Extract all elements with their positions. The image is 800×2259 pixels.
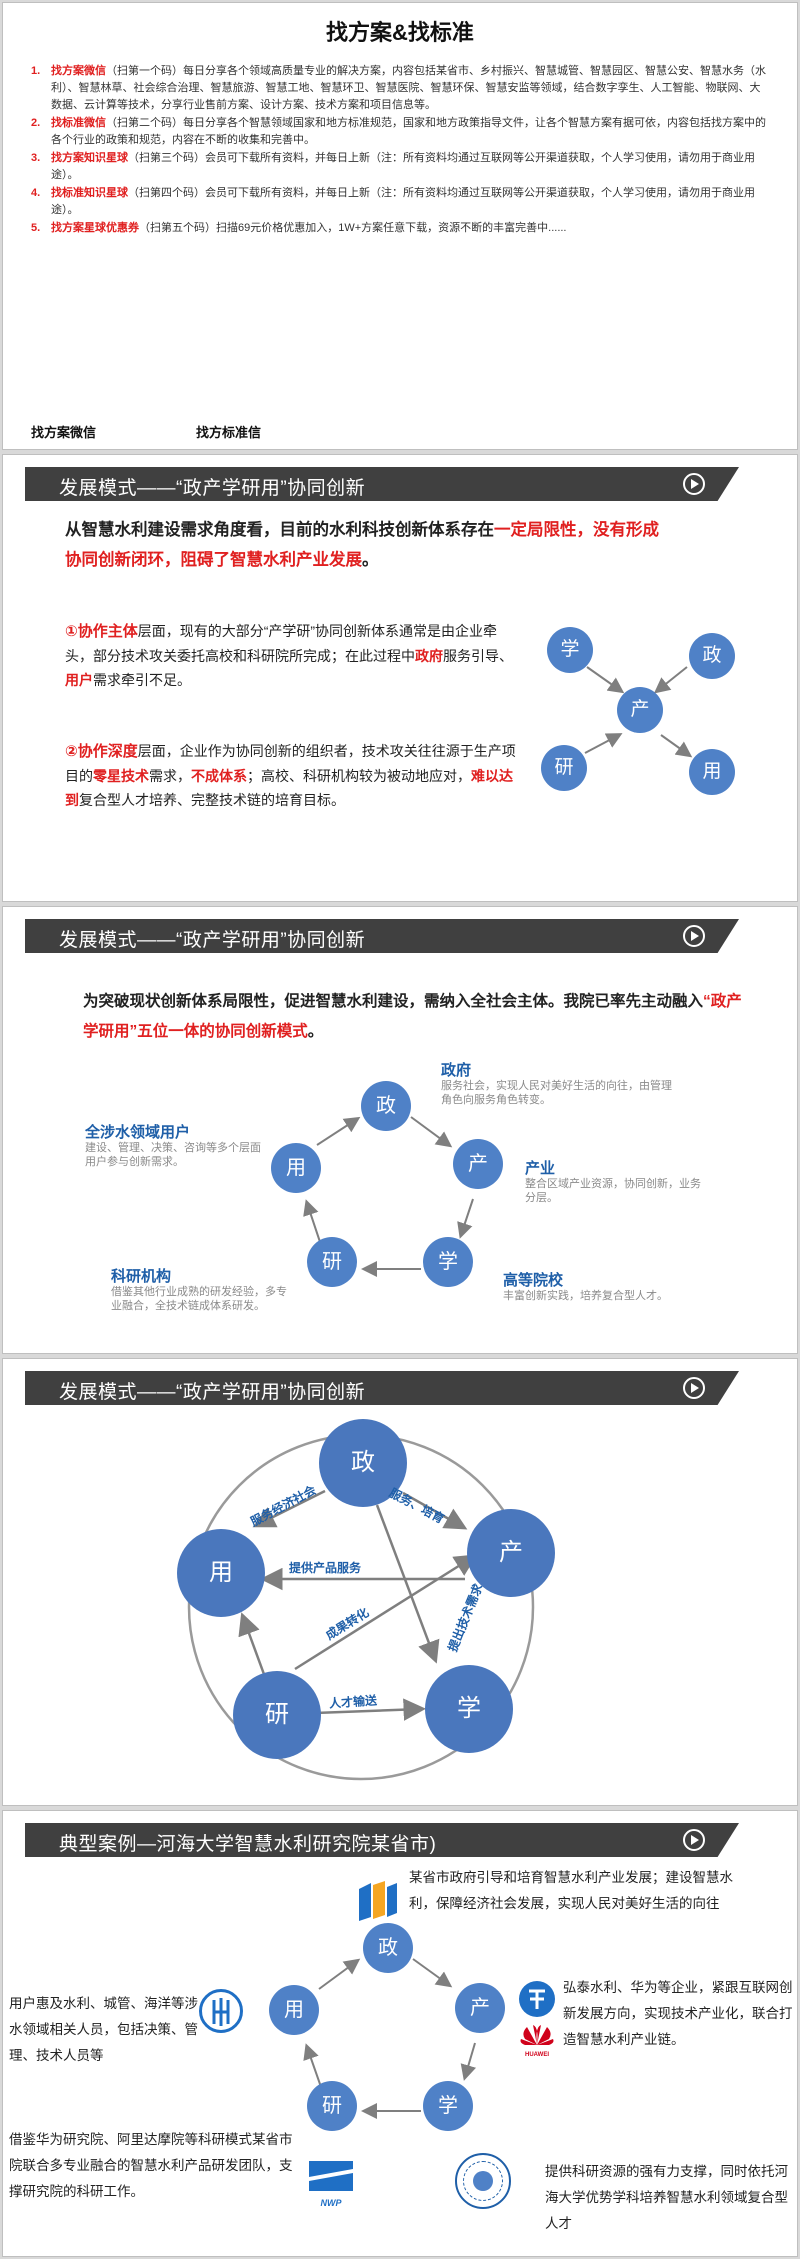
section-header: 发展模式——“政产学研用”协同创新 xyxy=(25,1371,739,1405)
node-zheng: 政 xyxy=(361,1081,411,1131)
play-icon[interactable] xyxy=(683,925,705,947)
text-university: 提供科研资源的强有力支撑，同时依托河海大学优势学科培养智慧水利领域复合型人才 xyxy=(545,2164,788,2231)
node-xue: 学 xyxy=(425,1665,513,1753)
text-research: 借鉴华为研究院、阿里达摩院等科研模式某省市院联合多专业融合的智慧水利产品研发团队… xyxy=(9,2132,293,2199)
page-title: 找方案&找标准 xyxy=(326,20,474,45)
star-diagram-arrows xyxy=(584,666,693,758)
node-xue: 学 xyxy=(423,2081,473,2131)
paragraph-collaboration-subject: ①协作主体层面，现有的大部分“产学研”协同创新体系通常是由企业牵头，部分技术攻关… xyxy=(65,623,513,688)
play-icon[interactable] xyxy=(683,1829,705,1851)
network-diagram-arrows xyxy=(187,1433,535,1781)
node-xue: 学 xyxy=(423,1237,473,1287)
label-users-desc: 建设、管理、决策、咨询等多个层面用户参与创新需求。 xyxy=(85,1142,261,1168)
qr-label-standards: 找方标准信 xyxy=(196,425,262,440)
node-chan: 产 xyxy=(617,687,663,733)
node-yan: 研 xyxy=(233,1671,321,1759)
node-xue: 学 xyxy=(547,627,593,673)
intro-text: 为突破现状创新体系局限性，促进智慧水利建设，需纳入全社会主体。我院已率先主动融入… xyxy=(83,993,742,1040)
node-zheng: 政 xyxy=(363,1923,413,1973)
node-yong: 用 xyxy=(177,1529,265,1617)
section-header-title: 发展模式——“政产学研用”协同创新 xyxy=(59,1382,366,1403)
huawei-logo: HUAWEI xyxy=(517,2025,557,2058)
text-users: 用户惠及水利、城管、海洋等涉水领域相关人员，包括决策、管理、技术人员等 xyxy=(9,1996,198,2063)
arrow-label-provide-services: 提供产品服务 xyxy=(289,1561,362,1575)
qr-label-solutions: 找方案微信 xyxy=(31,425,97,440)
node-zheng: 政 xyxy=(689,633,735,679)
label-research-desc: 借鉴其他行业成熟的研发经验，多专业融合，全技术链成体系研发。 xyxy=(111,1286,287,1312)
slide-development-mode-3: 发展模式——“政产学研用”协同创新 政 产 学 研 用 服务经济社会 服务、培育… xyxy=(2,1358,798,1806)
nwp-logo: NWP xyxy=(307,2155,355,2208)
hohai-university-seal xyxy=(455,2153,511,2209)
pentagon-cycle-arrows xyxy=(303,1116,474,1277)
label-industry-desc: 整合区域产业资源，协同创新，业务分层。 xyxy=(525,1178,701,1204)
slide-typical-case: 典型案例—河海大学智慧水利研究院某省市) 政 产 学 研 用 HUAWEI xyxy=(2,1810,798,2257)
section-header-title: 发展模式——“政产学研用”协同创新 xyxy=(59,930,366,951)
play-icon[interactable] xyxy=(683,1377,705,1399)
label-industry-title: 产业 xyxy=(525,1160,556,1177)
label-research-title: 科研机构 xyxy=(111,1268,172,1285)
section-header-title: 典型案例—河海大学智慧水利研究院某省市) xyxy=(59,1834,437,1855)
label-university-desc: 丰富创新实践，培养复合型人才。 xyxy=(503,1290,668,1302)
node-chan: 产 xyxy=(453,1139,503,1189)
government-logo xyxy=(355,1881,399,1921)
node-yan: 研 xyxy=(307,2081,357,2131)
node-zheng: 政 xyxy=(319,1419,407,1507)
node-yong: 用 xyxy=(269,1985,319,2035)
section-header: 发展模式——“政产学研用”协同创新 xyxy=(25,467,739,501)
company-logo xyxy=(519,1981,555,2017)
play-icon[interactable] xyxy=(683,473,705,495)
slide-development-mode-1: 发展模式——“政产学研用”协同创新 从智慧水利建设需求角度看，目前的水利科技创新… xyxy=(2,454,798,902)
label-government-desc: 服务社会，实现人民对美好生活的向往，由管理角色向服务角色转变。 xyxy=(441,1080,672,1106)
node-chan: 产 xyxy=(455,1983,505,2033)
case-pentagon-arrows xyxy=(303,1958,477,2119)
label-users-title: 全涉水领域用户 xyxy=(85,1124,191,1141)
label-government-title: 政府 xyxy=(441,1062,472,1079)
water-bureau-logo xyxy=(199,1989,243,2033)
arrow-label-talent-transfer: 人才输送 xyxy=(328,1693,378,1711)
section-header: 发展模式——“政产学研用”协同创新 xyxy=(25,919,739,953)
list-item: 4.找标准知识星球（扫第四个码）会员可下载所有资料，并每日上新（注：所有资料均通… xyxy=(31,187,755,216)
list-item: 3.找方案知识星球（扫第三个码）会员可下载所有资料，并每日上新（注：所有资料均通… xyxy=(31,152,755,181)
node-yong: 用 xyxy=(689,749,735,795)
list-item: 5.找方案星球优惠券（扫第五个码）扫描69元价格优惠加入，1W+方案任意下载，资… xyxy=(31,222,567,234)
node-chan: 产 xyxy=(467,1509,555,1597)
slide-find-solutions: 找方案&找标准 1.找方案微信（扫第一个码）每日分享各个领域高质量专业的解决方案… xyxy=(2,2,798,450)
text-industry: 弘泰水利、华为等企业，紧跟互联网创新发展方向，实现技术产业化，联合打造智慧水利产… xyxy=(563,1980,793,2047)
section-header-title: 发展模式——“政产学研用”协同创新 xyxy=(59,478,366,499)
node-yan: 研 xyxy=(307,1237,357,1287)
list-item: 1.找方案微信（扫第一个码）每日分享各个领域高质量专业的解决方案，内容包括某省市… xyxy=(31,65,766,111)
slide-development-mode-2: 发展模式——“政产学研用”协同创新 为突破现状创新体系局限性，促进智慧水利建设，… xyxy=(2,906,798,1354)
paragraph-collaboration-depth: ②协作深度层面，企业作为协同创新的组织者，技术攻关往往源于生产项目的零星技术需求… xyxy=(65,743,516,808)
list-item: 2.找标准微信（扫第二个码）每日分享各个智慧领域国家和地方标准规范，国家和地方政… xyxy=(31,117,766,146)
intro-text: 从智慧水利建设需求角度看，目前的水利科技创新体系存在一定局限性，没有形成协同创新… xyxy=(65,521,659,569)
node-yan: 研 xyxy=(541,745,587,791)
text-government: 某省市政府引导和培育智慧水利产业发展；建设智慧水利，保障经济社会发展，实现人民对… xyxy=(409,1870,733,1911)
section-header: 典型案例—河海大学智慧水利研究院某省市) xyxy=(25,1823,739,1857)
intro-list: 1.找方案微信（扫第一个码）每日分享各个领域高质量专业的解决方案，内容包括某省市… xyxy=(31,63,771,238)
label-university-title: 高等院校 xyxy=(503,1272,564,1289)
node-yong: 用 xyxy=(271,1143,321,1193)
